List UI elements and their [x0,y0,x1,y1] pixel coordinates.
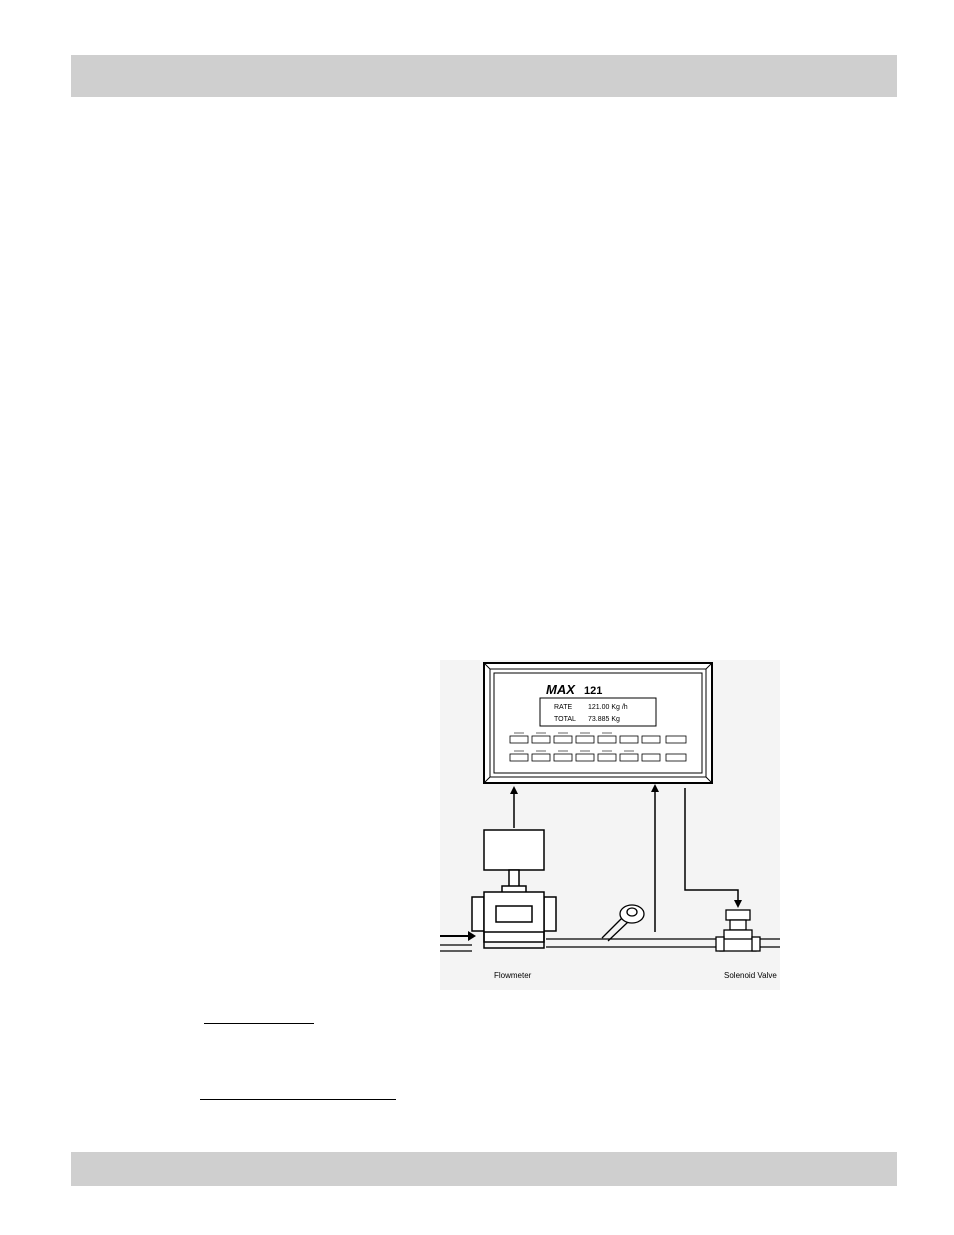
flowmeter [471,829,557,949]
transmitter-box [483,829,545,871]
flowmeter-base [483,931,545,949]
footer-bar [71,1152,897,1186]
total-label: TOTAL [554,716,576,723]
controller-brand: MAX [546,682,576,697]
keypad-key[interactable] [619,735,639,744]
flowmeter-window [495,905,533,923]
header-bar [71,55,897,97]
keypad-key[interactable] [597,753,617,762]
keypad-key[interactable] [597,735,617,744]
valve-port-left [715,936,725,952]
keypad-key[interactable] [665,753,687,762]
inlet-arrow-icon [468,931,476,941]
system-diagram: MAX 121 RATE 121.00 Kg /h TOTAL 73.885 K… [440,660,780,990]
flowmeter-flange-left [471,896,485,932]
valve-port-right [751,936,761,952]
flowmeter-label: Flowmeter [494,971,532,980]
keypad [509,735,687,762]
valve-control-line [684,788,739,902]
controller-model: 121 [584,685,602,697]
valve-coil [729,919,747,931]
valve-cap [725,909,751,921]
keypad-key[interactable] [509,753,529,762]
solenoid-valve-label: Solenoid Valve [724,971,777,980]
arrow-down-icon [734,900,742,908]
keypad-key[interactable] [575,753,595,762]
diagram-svg: MAX 121 RATE 121.00 Kg /h TOTAL 73.885 K… [440,660,780,990]
controller-inner-frame [489,668,707,778]
keypad-key[interactable] [531,753,551,762]
keypad-key[interactable] [509,735,529,744]
rate-value: 121.00 Kg /h [588,704,628,711]
controller-unit: MAX 121 RATE 121.00 Kg /h TOTAL 73.885 K… [483,662,713,784]
keypad-key[interactable] [641,735,661,744]
keypad-key[interactable] [575,735,595,744]
lcd-display [539,697,657,727]
solenoid-valve [715,909,761,952]
valve-body [719,938,757,952]
rate-label: RATE [554,704,572,711]
keypad-key[interactable] [619,753,639,762]
keypad-key[interactable] [665,735,687,744]
arrowheads [510,784,742,908]
keypad-key[interactable] [553,735,573,744]
underline-rule [200,1099,396,1100]
sensor-probe [601,904,645,942]
keypad-key[interactable] [531,735,551,744]
keypad-key[interactable] [641,753,661,762]
key-caption-marks [514,732,634,752]
keypad-key[interactable] [553,753,573,762]
signal-lines [513,788,739,932]
total-value: 73.885 Kg [588,716,620,723]
underline-rule [204,1023,314,1024]
arrow-up-icon [651,784,659,792]
flowmeter-flange-right [543,896,557,932]
arrow-up-icon [510,786,518,794]
